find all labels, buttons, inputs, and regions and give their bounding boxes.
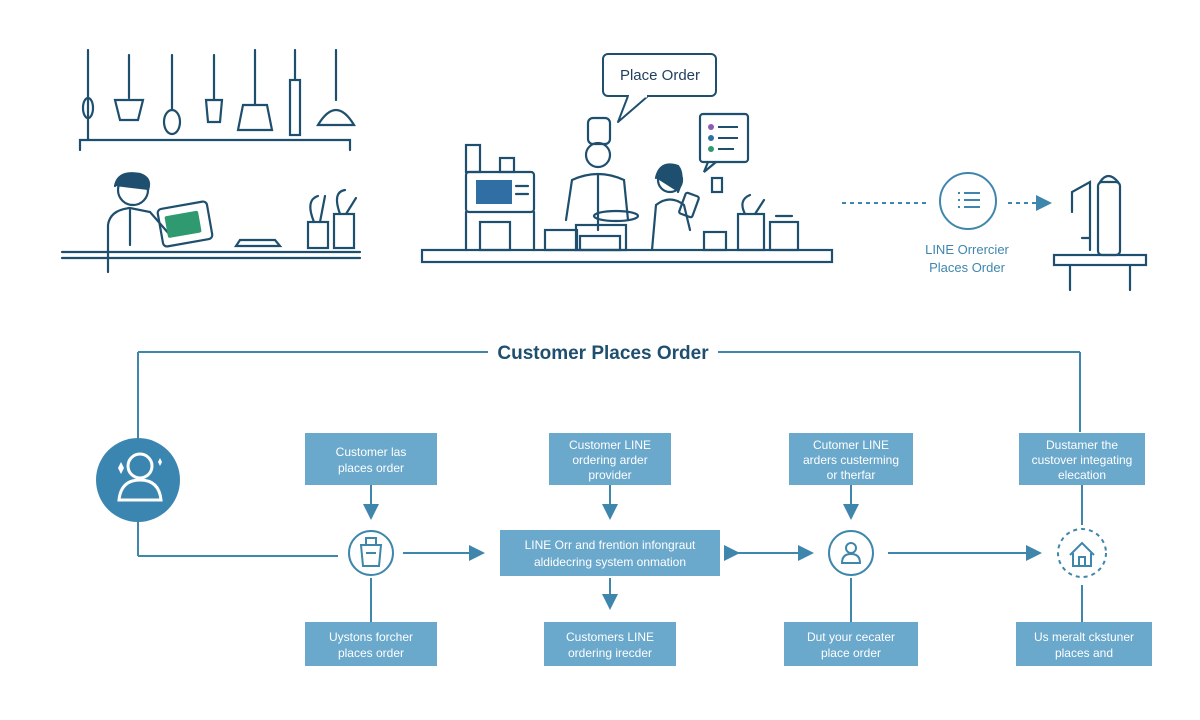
- chat-list-icon: [708, 124, 738, 152]
- bottom-box-3: Dut your cecater place order: [784, 622, 918, 666]
- svg-text:Dut your cecater: Dut your cecater: [807, 630, 895, 644]
- svg-text:LINE Orr and frention infongra: LINE Orr and frention infongraut: [525, 538, 696, 552]
- svg-text:Cutomer LINE: Cutomer LINE: [813, 438, 889, 452]
- svg-text:Uystons forcher: Uystons forcher: [329, 630, 413, 644]
- top-box-1: Customer las places order: [305, 433, 437, 485]
- svg-text:Customer las: Customer las: [336, 445, 407, 459]
- svg-text:custover integating: custover integating: [1032, 453, 1133, 467]
- place-order-speech-bubble: Place Order: [602, 53, 717, 123]
- svg-text:Us meralt ckstuner: Us meralt ckstuner: [1034, 630, 1134, 644]
- svg-text:or therfar: or therfar: [827, 468, 876, 482]
- svg-text:ordering arder: ordering arder: [572, 453, 647, 467]
- top-box-3: Cutomer LINE arders custerming or therfa…: [789, 433, 913, 485]
- top-box-2: Customer LINE ordering arder provider: [549, 433, 671, 485]
- flow-title: Customer Places Order: [497, 343, 709, 364]
- bottom-box-1: Uystons forcher places order: [305, 622, 437, 666]
- speech-bubble-text: Place Order: [620, 67, 700, 84]
- center-system-box: LINE Orr and frention infongraut aldidec…: [500, 530, 720, 576]
- line-label-line1: LINE Orrercier: [925, 242, 1009, 257]
- line-label-line2: Places Order: [929, 260, 1006, 275]
- bottom-box-2: Customers LINE ordering irecder: [544, 622, 676, 666]
- svg-text:elecation: elecation: [1058, 468, 1106, 482]
- svg-text:Dustamer the: Dustamer the: [1046, 438, 1118, 452]
- svg-text:places and: places and: [1055, 646, 1113, 660]
- utensil-rack: [78, 48, 356, 152]
- bottom-box-4: Us meralt ckstuner places and: [1016, 622, 1152, 666]
- shopping-bag-icon: [348, 530, 394, 576]
- top-box-4: Dustamer the custover integating elecati…: [1019, 433, 1145, 485]
- svg-text:arders custerming: arders custerming: [803, 453, 899, 467]
- line-order-connector: [842, 172, 1052, 230]
- person-circle-icon: [828, 530, 874, 576]
- svg-text:place order: place order: [821, 646, 881, 660]
- home-icon: [1057, 528, 1107, 578]
- dispenser-station-illustration: [1052, 174, 1148, 292]
- svg-text:Customers LINE: Customers LINE: [566, 630, 654, 644]
- kitchen-scene-illustration: [420, 112, 834, 264]
- svg-text:aldidecring system onmation: aldidecring system onmation: [534, 555, 686, 569]
- svg-text:places order: places order: [338, 461, 404, 475]
- svg-text:provider: provider: [588, 468, 631, 482]
- svg-text:ordering irecder: ordering irecder: [568, 646, 652, 660]
- tablet-user-illustration: [60, 172, 362, 274]
- list-circle-icon: [958, 192, 980, 208]
- flow-frame: [137, 351, 1081, 557]
- down-arrows: [363, 485, 1083, 622]
- svg-text:Customer LINE: Customer LINE: [569, 438, 651, 452]
- svg-text:places order: places order: [338, 646, 404, 660]
- user-avatar-icon: [96, 438, 180, 522]
